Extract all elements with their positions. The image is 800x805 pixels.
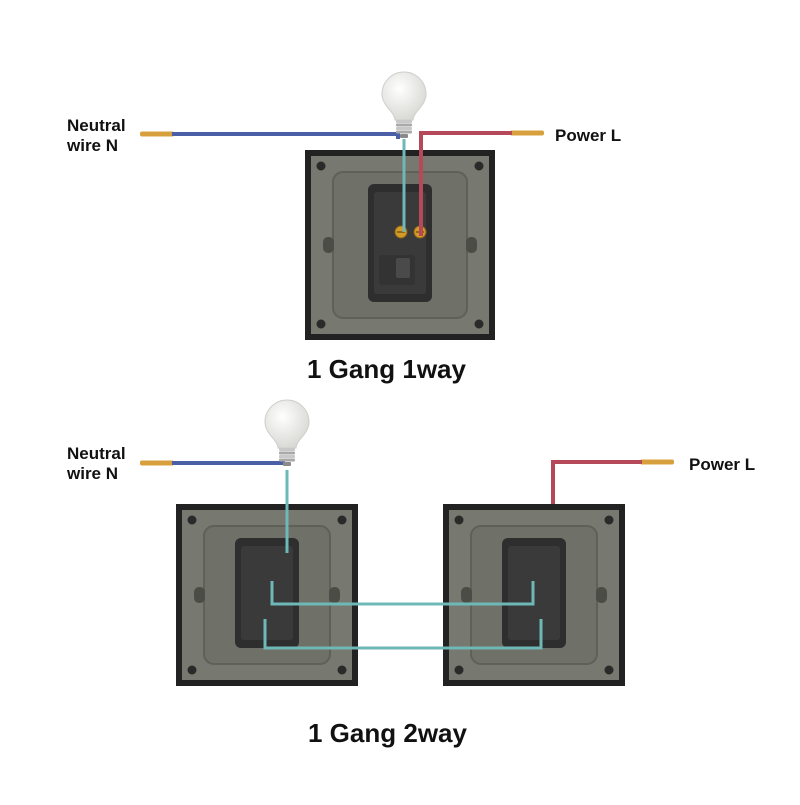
power-label-2: Power L: [689, 455, 756, 474]
side-slot: [596, 587, 607, 603]
bulb-base-ring: [279, 448, 295, 451]
bulb-base-ring: [396, 123, 412, 127]
module-face: [241, 546, 293, 640]
neutral-label-2-line1: Neutral: [67, 444, 126, 463]
traveler-wire-top: [270, 581, 535, 606]
neutral-label-2: Neutral wire N: [67, 444, 126, 484]
neutral-tip-1: [140, 131, 174, 137]
mount-hole: [337, 515, 347, 525]
bulb-base-ring: [396, 120, 412, 123]
side-slot: [323, 237, 334, 253]
neutral-label-1-line1: Neutral: [67, 116, 126, 135]
lamp-1way-glass: [381, 71, 427, 121]
mount-hole: [316, 319, 326, 329]
neutral-label-2-line2: wire N: [67, 464, 119, 483]
mount-hole: [474, 319, 484, 329]
side-slot: [329, 587, 340, 603]
module-button: [396, 258, 410, 278]
side-slot: [194, 587, 205, 603]
power-label-1: Power L: [555, 126, 622, 145]
live-tip-1: [510, 130, 544, 136]
switch-plate-1way: [305, 150, 495, 340]
mount-hole: [474, 161, 484, 171]
bulb-contact: [283, 462, 291, 466]
bulb-base-ring: [279, 455, 295, 458]
mount-hole: [454, 515, 464, 525]
side-slot: [466, 237, 477, 253]
mount-hole: [604, 515, 614, 525]
neutral-wire-1: [172, 132, 400, 139]
lamp-2way: [264, 399, 310, 466]
bulb-contact: [400, 134, 408, 138]
switch-plate-2way-left: [176, 504, 358, 686]
diagram-title-2: 1 Gang 2way: [308, 718, 467, 748]
lamp-2way-glass: [264, 399, 310, 449]
diagram-title-1: 1 Gang 1way: [307, 354, 466, 384]
mount-hole: [187, 665, 197, 675]
neutral-tip-2: [140, 460, 174, 466]
bulb-base-ring: [279, 458, 295, 462]
mount-hole: [604, 665, 614, 675]
neutral-label-1: Neutral wire N: [67, 116, 126, 156]
mount-hole: [337, 665, 347, 675]
side-slot: [461, 587, 472, 603]
bulb-base-ring: [396, 127, 412, 130]
bulb-base-ring: [396, 130, 412, 134]
mount-hole: [187, 515, 197, 525]
mount-hole: [454, 665, 464, 675]
live-tip-2: [640, 459, 674, 465]
bulb-base-ring: [279, 451, 295, 455]
mount-hole: [316, 161, 326, 171]
traveler-wire-bottom: [263, 619, 543, 650]
neutral-label-1-line2: wire N: [67, 136, 119, 155]
lamp-1way: [381, 71, 427, 138]
